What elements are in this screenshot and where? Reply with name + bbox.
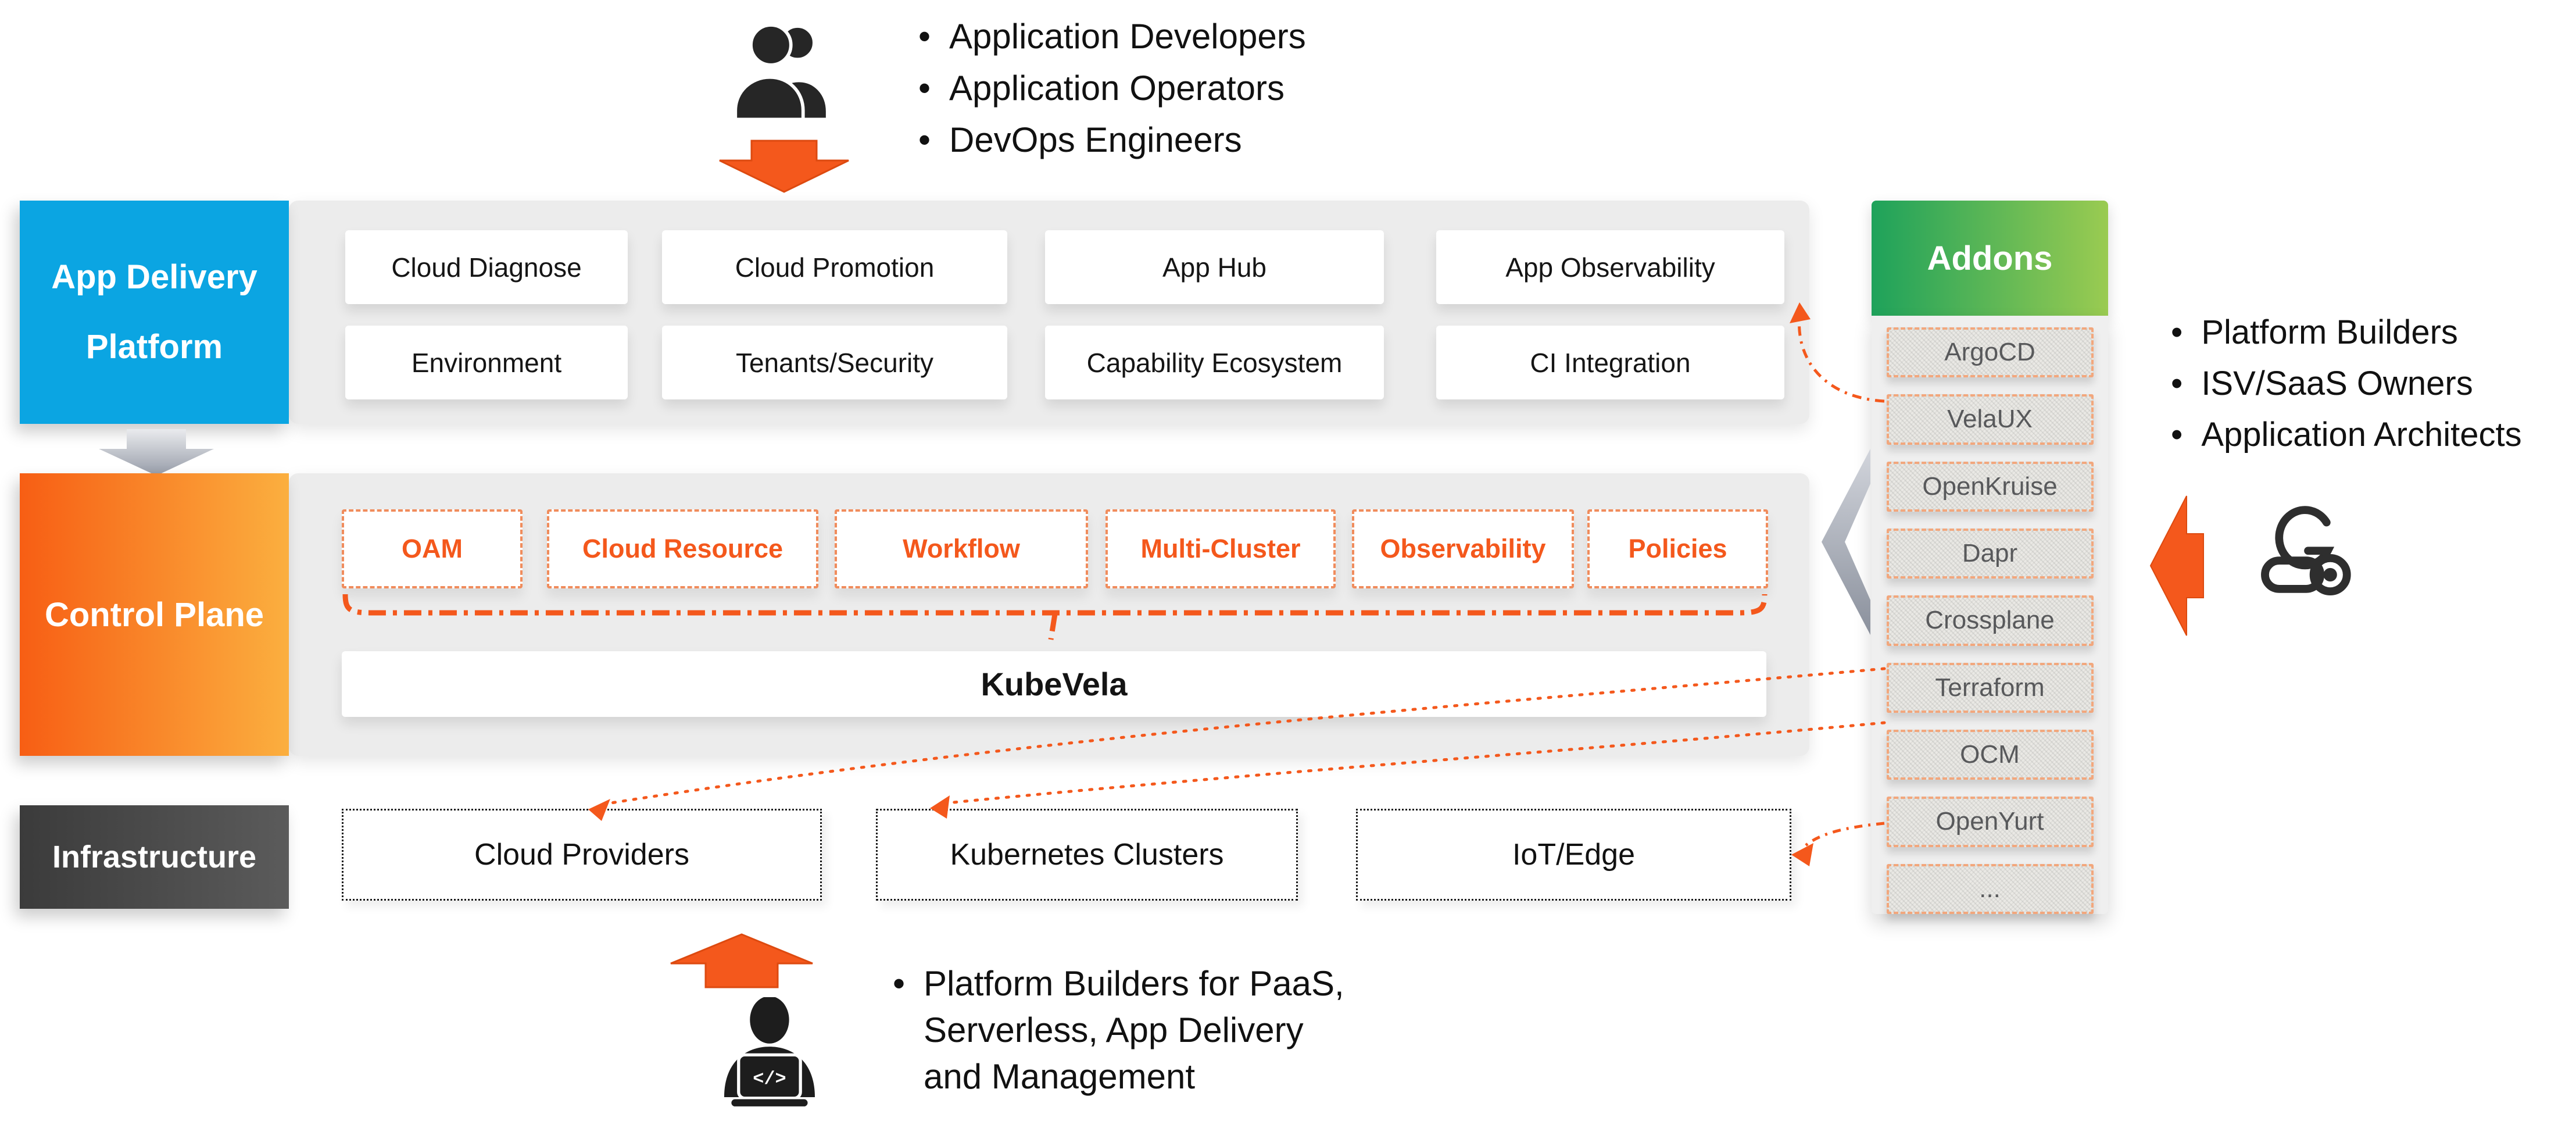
arrow-left-icon	[2149, 495, 2204, 636]
people-icon	[734, 23, 829, 122]
capability-label: Multi-Cluster	[1140, 534, 1301, 563]
capability-box-multi-cluster: Multi-Cluster	[1105, 509, 1336, 588]
bullet-icon: •	[918, 69, 931, 108]
note-line: and Management	[924, 1057, 1196, 1096]
addons-header: Addons	[1872, 201, 2108, 316]
right-personas-list: • Platform Builders • ISV/SaaS Owners • …	[2171, 307, 2522, 460]
addon-label: VelaUX	[1947, 405, 2033, 434]
addon-label: Dapr	[1962, 539, 2018, 568]
addon-item-dapr: Dapr	[1886, 528, 2094, 579]
addon-label: Crossplane	[1925, 606, 2055, 635]
layer-label-control-plane: Control Plane	[20, 473, 289, 756]
addon-label: ArgoCD	[1944, 338, 2035, 367]
infra-label: Cloud Providers	[474, 838, 689, 872]
kubevela-label: KubeVela	[981, 666, 1128, 702]
layer-label-line: Platform	[85, 328, 223, 366]
persona-label: Platform Builders	[2201, 313, 2458, 351]
arrowhead-iot-edge	[1791, 843, 1813, 866]
addon-label: OpenYurt	[1935, 807, 2044, 836]
capability-box-workflow: Workflow	[835, 509, 1088, 588]
feature-label: Cloud Diagnose	[391, 252, 582, 283]
persona-label: Application Operators	[949, 69, 1285, 108]
bullet-icon: •	[2171, 416, 2183, 454]
feature-box-ci-integration: CI Integration	[1436, 326, 1784, 399]
infra-label: Kubernetes Clusters	[950, 838, 1224, 872]
arrow-down-icon	[719, 140, 849, 193]
note-line: Serverless, App Delivery	[924, 1011, 1304, 1049]
bullet-icon: •	[893, 964, 906, 1003]
infra-box-iot-edge: IoT/Edge	[1356, 809, 1791, 901]
feature-box-app-hub: App Hub	[1045, 230, 1384, 304]
feature-label: Tenants/Security	[735, 347, 934, 378]
feature-box-tenants-security: Tenants/Security	[662, 326, 1007, 399]
persona-label: DevOps Engineers	[949, 120, 1242, 159]
arrow-up-icon	[670, 933, 813, 988]
addon-item-more: ...	[1886, 863, 2094, 914]
list-item: • ISV/SaaS Owners	[2171, 358, 2522, 409]
kubevela-core-box: KubeVela	[342, 651, 1766, 717]
addon-item-terraform: Terraform	[1886, 662, 2094, 713]
addon-item-openkruise: OpenKruise	[1886, 461, 2094, 512]
infra-box-cloud-providers: Cloud Providers	[342, 809, 822, 901]
bullet-icon: •	[918, 17, 931, 56]
layer-label-line: App Delivery	[51, 258, 257, 296]
feature-label: Environment	[411, 347, 562, 378]
feature-box-cloud-diagnose: Cloud Diagnose	[345, 230, 628, 304]
feature-label: App Hub	[1162, 252, 1266, 283]
feature-box-capability-ecosystem: Capability Ecosystem	[1045, 326, 1384, 399]
layer-label-infrastructure: Infrastructure	[20, 805, 289, 909]
addons-panel: ArgoCD VelaUX OpenKruise Dapr Crossplane…	[1872, 316, 2108, 914]
feature-label: App Observability	[1505, 252, 1715, 283]
persona-label: Application Architects	[2201, 416, 2522, 454]
layer-label-line: Infrastructure	[52, 840, 257, 874]
list-item: • Application Developers	[918, 10, 1306, 62]
infra-box-kubernetes-clusters: Kubernetes Clusters	[876, 809, 1298, 901]
feature-box-environment: Environment	[345, 326, 628, 399]
capability-label: Cloud Resource	[582, 534, 783, 563]
chevron-left-icon	[1822, 449, 1870, 635]
bullet-icon: •	[2171, 313, 2183, 351]
developer-icon: </>	[724, 997, 815, 1109]
bullet-icon: •	[2171, 365, 2183, 402]
capability-label: OAM	[402, 534, 463, 563]
persona-label: ISV/SaaS Owners	[2201, 365, 2473, 402]
top-personas-list: • Application Developers • Application O…	[918, 10, 1306, 166]
capability-label: Policies	[1628, 534, 1727, 563]
addon-item-ocm: OCM	[1886, 729, 2094, 780]
capability-label: Observability	[1380, 534, 1546, 563]
list-item: • Application Architects	[2171, 409, 2522, 460]
addon-label: ...	[1979, 874, 2001, 903]
addons-title: Addons	[1927, 239, 2053, 277]
addon-item-velaux: VelaUX	[1886, 394, 2094, 445]
list-item: • Platform Builders	[2171, 307, 2522, 358]
addon-label: Terraform	[1935, 673, 2045, 702]
addon-item-argocd: ArgoCD	[1886, 327, 2094, 378]
capability-box-observability: Observability	[1352, 509, 1574, 588]
layer-label-app-delivery-platform: App Delivery Platform	[20, 201, 289, 424]
addon-item-openyurt: OpenYurt	[1886, 797, 2094, 847]
chevron-down-icon	[99, 429, 214, 476]
addon-label: OCM	[1960, 740, 2020, 769]
feature-box-app-observability: App Observability	[1436, 230, 1784, 304]
layer-label-line: Control Plane	[44, 595, 264, 634]
list-item: • Application Operators	[918, 62, 1306, 114]
feature-box-cloud-promotion: Cloud Promotion	[662, 230, 1007, 304]
note-line: Platform Builders for PaaS,	[924, 964, 1344, 1003]
code-glyph: </>	[753, 1068, 786, 1090]
bullet-icon: •	[918, 120, 931, 159]
addon-item-crossplane: Crossplane	[1886, 595, 2094, 646]
extension-tools-icon	[2261, 506, 2351, 595]
capability-box-oam: OAM	[342, 509, 523, 588]
list-item: • DevOps Engineers	[918, 114, 1306, 166]
feature-label: CI Integration	[1530, 347, 1691, 378]
addon-label: OpenKruise	[1922, 472, 2058, 501]
capability-box-cloud-resource: Cloud Resource	[547, 509, 818, 588]
capability-label: Workflow	[903, 534, 1020, 563]
capability-box-policies: Policies	[1587, 509, 1768, 588]
infra-label: IoT/Edge	[1512, 838, 1636, 872]
persona-label: Application Developers	[949, 17, 1306, 56]
bottom-persona-note: • Platform Builders for PaaS, Serverless…	[893, 961, 1344, 1100]
feature-label: Capability Ecosystem	[1086, 347, 1343, 378]
feature-label: Cloud Promotion	[735, 252, 935, 283]
